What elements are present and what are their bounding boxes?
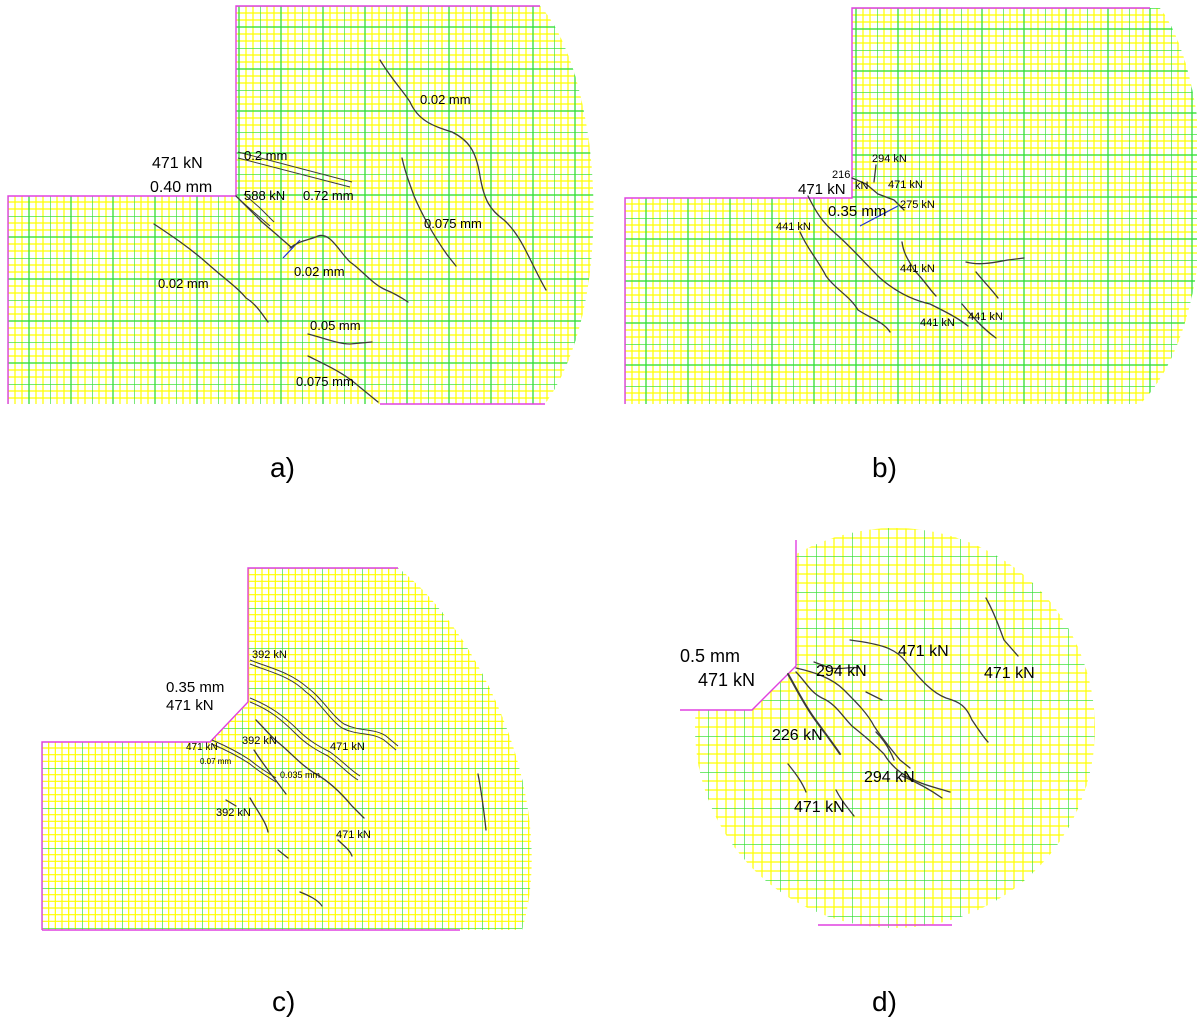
panel-c-width-label: 0.35 mm	[166, 679, 224, 696]
panel-c-load-label: 471 kN	[166, 697, 214, 714]
panel-b-load-label: 471 kN	[798, 181, 846, 198]
panel-c-cracks	[211, 659, 487, 907]
panel-b-drawing: 294 kN 216 kN 471 kN 471 kN 0.35 mm 275 …	[624, 7, 1197, 404]
panel-a-labels: 471 kN 0.40 mm 0.2 mm 588 kN 0.72 mm 0.0…	[150, 92, 482, 389]
panel-d-crack-label: 226 kN	[772, 727, 823, 744]
panel-a-crack-label: 0.02 mm	[158, 276, 209, 291]
panel-d-drawing: 0.5 mm 471 kN 294 kN 471 kN 471 kN 226 k…	[660, 520, 1095, 928]
panel-b-caption: b)	[872, 452, 897, 483]
panel-d-outline	[680, 540, 797, 711]
panel-c-caption: c)	[272, 986, 296, 1017]
panel-d-crack-label: 471 kN	[794, 799, 845, 816]
panel-a-crack-label: 0.72 mm	[303, 188, 354, 203]
panel-b-width-label: 0.35 mm	[828, 203, 886, 220]
panel-d-cracks	[787, 597, 1019, 817]
panel-b: 294 kN 216 kN 471 kN 471 kN 0.35 mm 275 …	[0, 0, 1197, 420]
panel-d-crack-label: 294 kN	[816, 663, 867, 680]
panel-b-crack-label: 441 kN	[900, 263, 935, 275]
panel-a-crack-label: 0.2 mm	[244, 148, 287, 163]
panel-a-drawing: 471 kN 0.40 mm 0.2 mm 588 kN 0.72 mm 0.0…	[7, 5, 594, 405]
panel-d-crack-label: 294 kN	[864, 769, 915, 786]
panel-d-crack-label: 471 kN	[898, 643, 949, 660]
panel-c-labels: 392 kN 0.35 mm 471 kN 471 kN 392 kN 471 …	[166, 649, 371, 841]
panel-a-crack-label: 0.05 mm	[310, 318, 361, 333]
panel-c-crack-label: 392 kN	[242, 735, 277, 747]
panel-b-crack-label: 275 kN	[900, 199, 935, 211]
panel-b-crack-label: 441 kN	[776, 221, 811, 233]
panel-d-crack-label: 471 kN	[984, 665, 1035, 682]
panel-b-outline	[624, 7, 1150, 404]
panel-b-cracks	[799, 164, 1025, 339]
panel-b-crack-label: 216	[832, 169, 850, 181]
panel-b-crack-label: 294 kN	[872, 153, 907, 165]
panel-a-load-label: 471 kN	[152, 155, 203, 172]
panel-c-drawing: 392 kN 0.35 mm 471 kN 471 kN 392 kN 471 …	[41, 567, 532, 931]
panel-c-outline	[41, 567, 398, 930]
panel-c-crack-label: 0.07 mm	[200, 757, 231, 766]
panel-a-crack-label: 0.02 mm	[294, 264, 345, 279]
panel-c-crack-label: 471 kN	[336, 829, 371, 841]
panel-d-width-label: 0.5 mm	[680, 646, 740, 666]
panel-c-crack-label: 0.035 mm	[280, 770, 320, 780]
panel-a-crack-label: 0.075 mm	[424, 216, 482, 231]
panel-d-load-label: 471 kN	[698, 670, 755, 690]
panel-b-crack-label: 471 kN	[888, 179, 923, 191]
panel-d-caption: d)	[872, 986, 897, 1017]
panel-c-crack-label: 392 kN	[216, 807, 251, 819]
panel-d: 0.5 mm 471 kN 294 kN 471 kN 471 kN 226 k…	[600, 520, 1197, 940]
panel-b-crack-label: 441 kN	[968, 311, 1003, 323]
panel-c: 392 kN 0.35 mm 471 kN 471 kN 392 kN 471 …	[0, 540, 600, 940]
panel-c-crack-label: 392 kN	[252, 649, 287, 661]
panel-c-crack-label: 471 kN	[330, 741, 365, 753]
panel-c-mesh	[42, 568, 532, 930]
panel-a-crack-label: 588 kN	[244, 188, 285, 203]
panel-d-labels: 0.5 mm 471 kN 294 kN 471 kN 471 kN 226 k…	[680, 643, 1035, 816]
panel-c-crack-label: 471 kN	[186, 742, 218, 753]
panel-d-notch	[660, 520, 796, 710]
panel-a-crack-label: 0.075 mm	[296, 374, 354, 389]
panel-a-width-label: 0.40 mm	[150, 179, 212, 196]
panel-a-crack-label: 0.02 mm	[420, 92, 471, 107]
panel-a: 471 kN 0.40 mm 0.2 mm 588 kN 0.72 mm 0.0…	[0, 0, 600, 420]
panel-a-caption: a)	[270, 452, 295, 483]
panel-b-labels: 294 kN 216 kN 471 kN 471 kN 0.35 mm 275 …	[776, 153, 1003, 329]
panel-a-cracks	[153, 59, 547, 403]
panel-b-crack-label: kN	[855, 180, 869, 192]
panel-b-crack-label: 441 kN	[920, 317, 955, 329]
panel-b-mesh	[625, 8, 1197, 404]
